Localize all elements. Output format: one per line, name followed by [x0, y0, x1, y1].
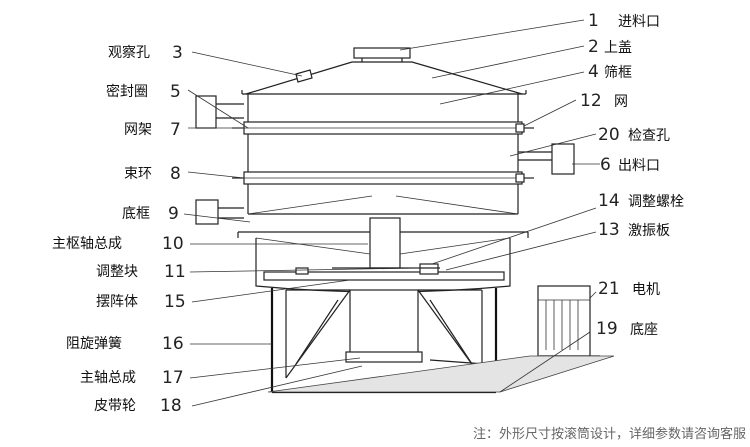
label-14: 14 调整螺栓: [598, 191, 684, 211]
label-4-text: 筛框: [604, 65, 632, 81]
label-1: 1 进料口: [588, 11, 660, 31]
label-20-number: 20: [598, 125, 620, 145]
label-19-text: 底座: [630, 322, 658, 338]
stand: [270, 288, 541, 394]
label-6: 6 出料口: [600, 155, 660, 175]
footnote: 注：外形尺寸按滚筒设计，详细参数请咨询客服: [473, 426, 746, 442]
label-2-number: 2: [588, 37, 599, 57]
label-7-number: 7: [170, 120, 181, 140]
label-16: 阻旋弹簧 16: [66, 334, 184, 354]
label-18-number: 18: [160, 396, 182, 416]
discharge-outlet-right: [551, 143, 575, 175]
label-10-number: 10: [162, 234, 184, 254]
label-18-text: 皮带轮: [94, 398, 136, 414]
label-12-text: 网: [614, 94, 628, 110]
label-17: 主轴总成 17: [80, 368, 184, 388]
motor: [537, 285, 600, 357]
label-19-number: 19: [596, 319, 618, 339]
mesh-frame-band-2: [232, 171, 534, 185]
discharge-outlet-left-top: [195, 95, 244, 129]
label-11: 调整块 11: [96, 262, 186, 282]
label-4: 4 筛框: [588, 62, 632, 82]
label-7-text: 网架: [124, 122, 152, 138]
label-8-number: 8: [170, 164, 181, 184]
label-2-text: 上盖: [604, 40, 632, 56]
label-3: 观察孔 3: [108, 43, 183, 63]
label-16-number: 16: [162, 334, 184, 354]
floor-plate: [267, 355, 615, 393]
label-13-text: 激振板: [628, 222, 670, 239]
upper-sieve-frame: [247, 94, 519, 122]
label-11-number: 11: [164, 262, 186, 282]
observation-port: [295, 69, 313, 83]
main-pivot-shaft: [255, 217, 511, 269]
screener-drawing: [195, 47, 615, 394]
label-7: 网架 7: [124, 120, 181, 140]
label-14-number: 14: [598, 191, 620, 211]
label-9-text: 底框: [122, 206, 150, 222]
label-13: 13 激振板: [598, 220, 670, 240]
label-4-number: 4: [588, 62, 599, 82]
label-21: 21 电机: [598, 279, 660, 299]
label-16-text: 阻旋弹簧: [66, 336, 122, 352]
feed-inlet: [353, 47, 411, 62]
label-17-number: 17: [162, 368, 184, 388]
label-17-text: 主轴总成: [80, 370, 136, 386]
label-3-text: 观察孔: [108, 44, 150, 61]
label-6-number: 6: [600, 155, 611, 175]
label-9: 底框 9: [122, 204, 179, 224]
label-2: 2 上盖: [588, 37, 632, 57]
middle-sieve-frame: [247, 134, 552, 172]
label-12: 12 网: [580, 91, 628, 111]
label-8-text: 束环: [124, 166, 152, 182]
label-5-text: 密封圈: [106, 83, 148, 100]
label-20-text: 检查孔: [628, 128, 670, 144]
label-3-number: 3: [172, 43, 183, 63]
label-11-text: 调整块: [96, 264, 138, 280]
label-13-number: 13: [598, 220, 620, 240]
label-15-text: 摆阵体: [96, 294, 138, 310]
label-10-text: 主枢轴总成: [52, 236, 122, 252]
label-12-number: 12: [580, 91, 602, 111]
label-1-number: 1: [588, 11, 599, 31]
label-8: 束环 8: [124, 164, 181, 184]
label-18: 皮带轮 18: [94, 396, 182, 416]
label-9-number: 9: [168, 204, 179, 224]
label-1-text: 进料口: [618, 14, 660, 30]
mesh-frame-band-1: [232, 121, 534, 135]
discharge-outlet-left-bottom: [195, 199, 244, 225]
label-19: 19 底座: [596, 319, 658, 339]
label-20: 20 检查孔: [598, 125, 670, 145]
label-6-text: 出料口: [618, 158, 660, 174]
label-10: 主枢轴总成 10: [52, 234, 184, 254]
label-14-text: 调整螺栓: [628, 194, 684, 210]
label-5-number: 5: [170, 82, 181, 102]
label-15-number: 15: [164, 292, 186, 312]
label-21-text: 电机: [632, 282, 660, 298]
label-5: 密封圈 5: [106, 82, 181, 102]
label-21-number: 21: [598, 279, 620, 299]
label-15: 摆阵体 15: [96, 292, 186, 312]
leader-lines: [183, 19, 600, 407]
